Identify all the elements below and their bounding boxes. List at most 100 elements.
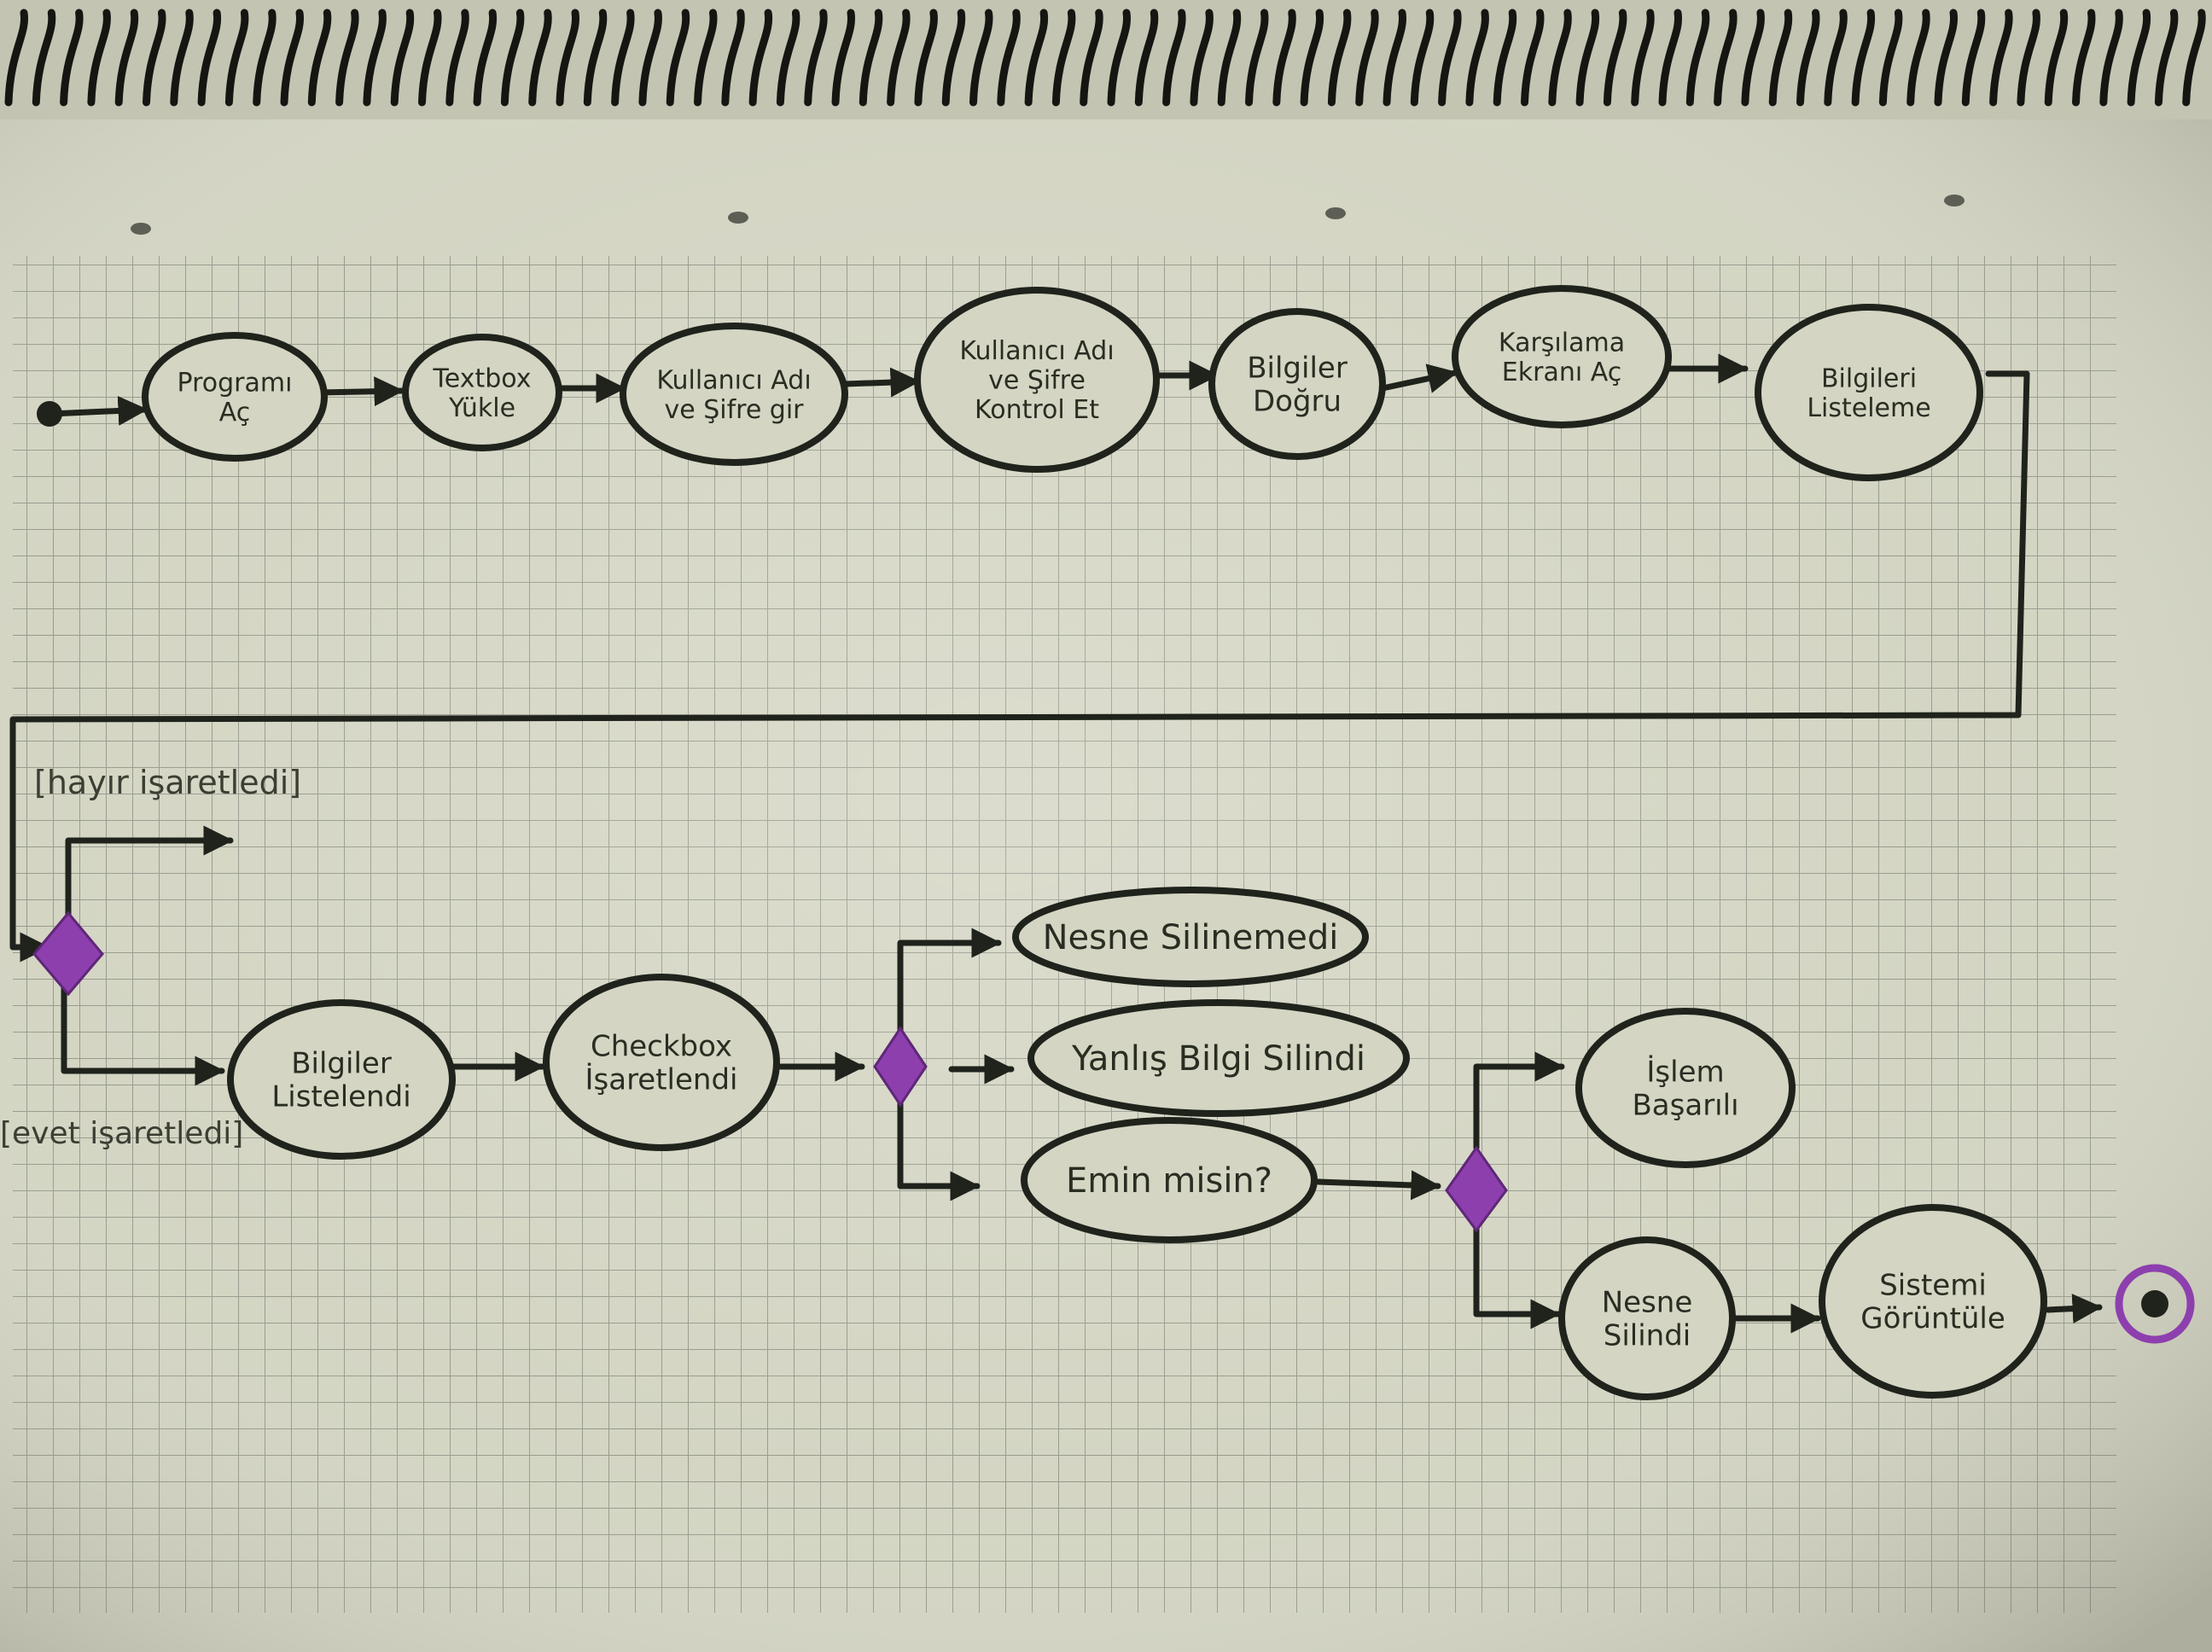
activity-node-label: Bilgileri (1821, 364, 1917, 393)
activity-node-label: Nesne Silinemedi (1043, 918, 1339, 957)
activity-node-shape (1452, 285, 1672, 428)
activity-node-shape (1755, 304, 1983, 481)
spiral-coil (556, 9, 580, 107)
spiral-coil (197, 9, 222, 107)
spiral-coil (2044, 9, 2069, 107)
spiral-coil (1906, 9, 1930, 107)
spiral-coil (4, 9, 29, 107)
activity-node-label: Kullanıcı Adı (959, 336, 1114, 366)
activity-node-shape (1012, 887, 1369, 987)
decision-nodes (32, 910, 1508, 1233)
spiral-coil (1107, 9, 1132, 107)
activity-node-shape (620, 323, 848, 466)
edge-d2-n12 (897, 1097, 981, 1201)
activity-node-n12: Emin misin? (1021, 1117, 1318, 1243)
spiral-coil (721, 9, 745, 107)
activity-node-label: İşlem (1646, 1055, 1724, 1089)
spiral-coil (1410, 9, 1435, 107)
spiral-binding (0, 0, 2212, 119)
activity-node-label: Aç (219, 398, 251, 428)
activity-node-label: Doğru (1253, 384, 1342, 418)
activity-node-label: Silindi (1604, 1318, 1691, 1352)
activity-node-n11: Yanlış Bilgi Silindi (1027, 999, 1410, 1117)
activity-node-shape (1021, 1117, 1318, 1243)
edge-n1-n2 (317, 376, 405, 407)
activity-node-shape (914, 287, 1160, 473)
activity-node-label: Ekranı Aç (1502, 358, 1621, 387)
spiral-coil (1714, 9, 1738, 107)
start-node (37, 401, 62, 427)
edge-d2-n10 (897, 928, 1002, 1040)
edge-n15-final (2045, 1294, 2103, 1324)
activity-node-label: Listelendi (271, 1079, 410, 1114)
spiral-coil (335, 9, 359, 107)
spiral-coil (969, 9, 993, 107)
spiral-coil (914, 9, 938, 107)
edge-d3-n14 (1473, 1225, 1561, 1329)
edge-n3-n4 (841, 367, 921, 398)
spiral-coil (2154, 9, 2179, 107)
spiral-coil (1465, 9, 1489, 107)
activity-node-shape (1558, 1236, 1736, 1400)
spiral-coil (2182, 9, 2206, 107)
spiral-coil (1190, 9, 1214, 107)
spiral-coil (87, 9, 111, 107)
activity-node-label: Textbox (433, 364, 532, 393)
spiral-coil (1824, 9, 1848, 107)
flow-edges (9, 353, 2103, 1334)
spiral-coil (1272, 9, 1296, 107)
spiral-coil (32, 9, 56, 107)
decision-diamond-1 (32, 910, 104, 997)
spiral-coil (638, 9, 662, 107)
spiral-coil (1878, 9, 1903, 107)
spiral-coil (390, 9, 415, 107)
spiral-coil (1438, 9, 1462, 107)
activity-node-label: İşaretlendi (585, 1062, 738, 1096)
edge-decision1-bottom (61, 969, 225, 1086)
spiral-coil (1521, 9, 1545, 107)
spiral-coil (1162, 9, 1186, 107)
spiral-coil (170, 9, 194, 107)
spiral-coil (776, 9, 800, 107)
spiral-coil (611, 9, 635, 107)
activity-node-shape (543, 974, 780, 1151)
spiral-coil (1631, 9, 1655, 107)
activity-node-label: Görüntüle (1860, 1301, 2005, 1335)
spiral-coil (528, 9, 552, 107)
spiral-coil (143, 9, 166, 107)
activity-node-shape (227, 999, 456, 1160)
guard-label-top: [hayır işaretledi] (34, 764, 301, 801)
activity-node-shape (1208, 308, 1386, 460)
activity-node-label: Bilgiler (291, 1046, 392, 1080)
activity-node-label: Checkbox (591, 1029, 732, 1063)
activity-node-label: Kontrol Et (975, 395, 1099, 425)
spiral-coil (1989, 9, 2013, 107)
spiral-coil (1796, 9, 1820, 107)
spiral-coil (1961, 9, 1986, 107)
spiral-coil (363, 9, 387, 107)
activity-node-label: Programı (178, 368, 293, 398)
spiral-coil (445, 9, 469, 107)
decision-diamond-3 (1445, 1145, 1508, 1233)
spiral-coil (1051, 9, 1076, 107)
edge-decision1-top (65, 825, 234, 929)
spiral-coil (748, 9, 773, 107)
activity-node-label: Listeleme (1807, 393, 1930, 423)
spiral-coil (60, 9, 84, 107)
spiral-coil (1024, 9, 1049, 107)
spiral-coil (997, 9, 1021, 107)
spiral-coil (1741, 9, 1765, 107)
activity-node-label: Karşılama (1499, 328, 1625, 358)
spiral-coil (1300, 9, 1324, 107)
activity-node-label: Sistemi (1879, 1268, 1987, 1302)
spiral-coil (694, 9, 718, 107)
